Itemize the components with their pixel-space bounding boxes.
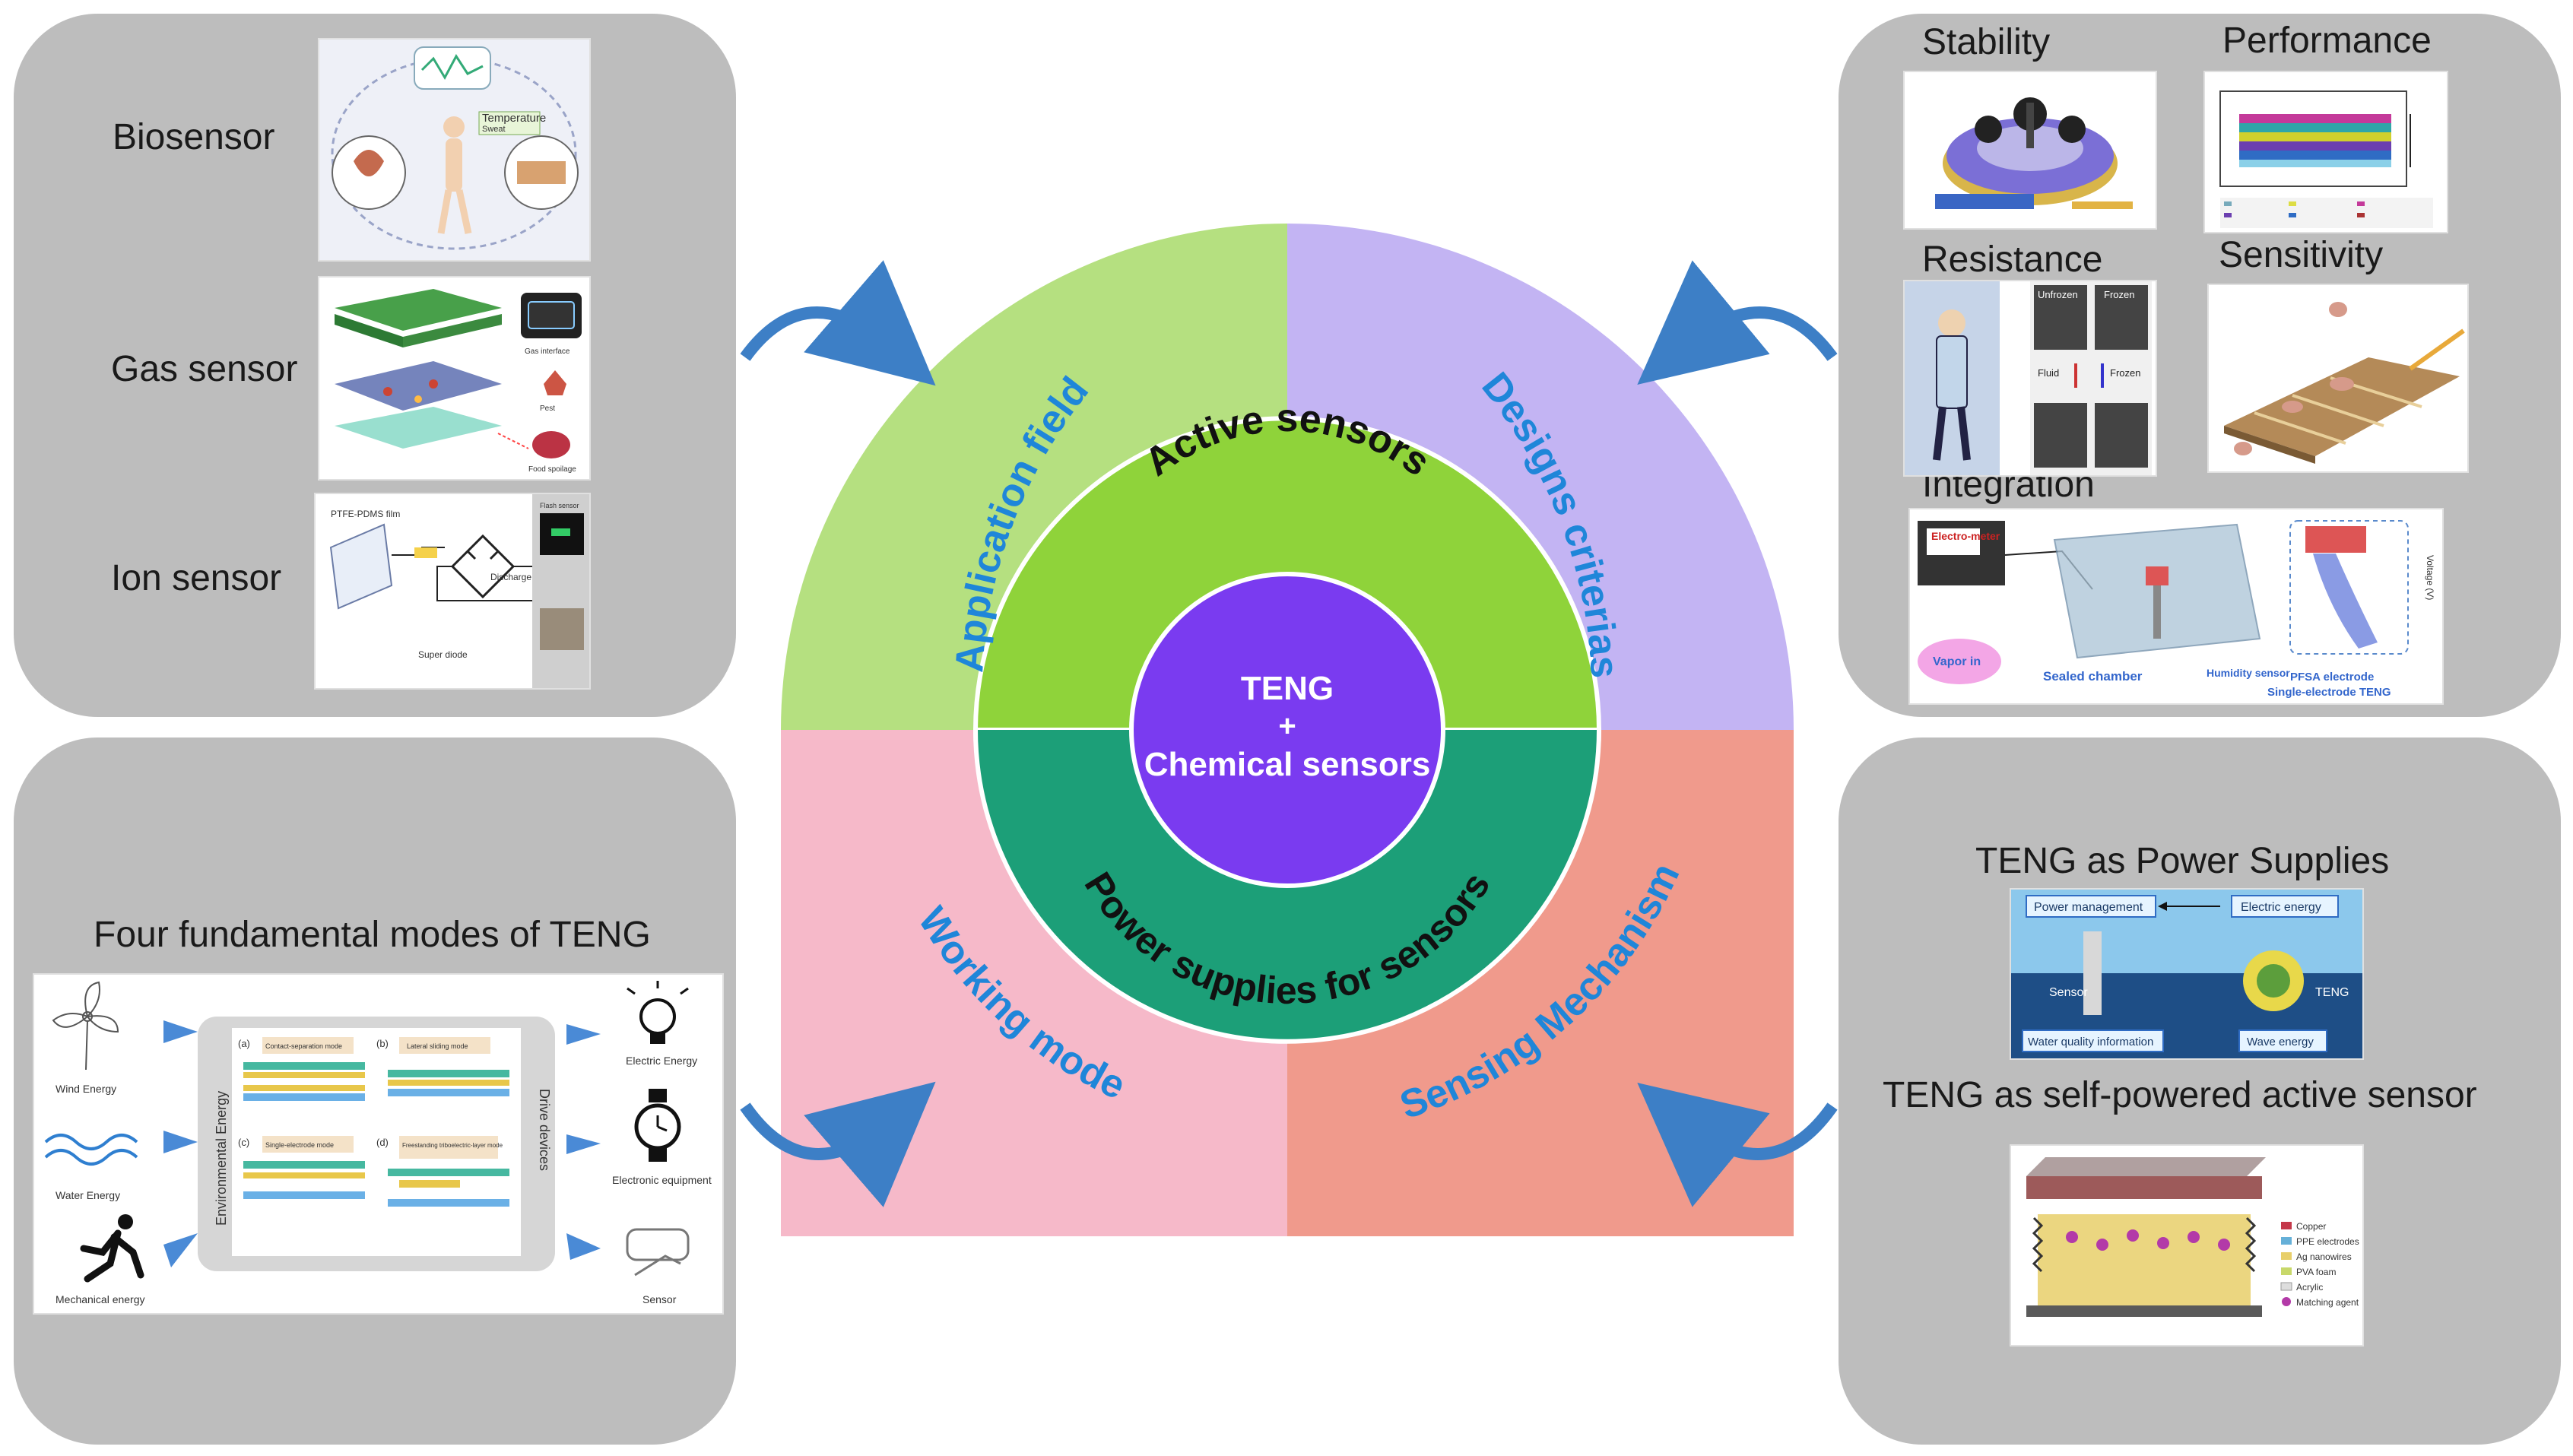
- lightbulb-icon: [627, 981, 689, 1044]
- power-text-electric: Electric energy: [2241, 901, 2321, 914]
- integration-illustration: Electro-meter Vapor in Sealed chamber Hu…: [1918, 520, 2435, 699]
- integ-text-electrometer: Electro-meter: [1931, 530, 2000, 542]
- water-energy-icon: [44, 1134, 138, 1166]
- resist-text-frozen-top: Frozen: [2104, 289, 2134, 300]
- resistance-image: Unfrozen Frozen Fluid Frozen: [1903, 280, 2157, 477]
- label-performance: Performance: [2222, 21, 2432, 61]
- text-electric-energy: Electric Energy: [626, 1055, 697, 1067]
- power-text-water-quality: Water quality information: [2028, 1036, 2153, 1048]
- core-circle: [1129, 572, 1445, 888]
- text-wind-energy: Wind Energy: [56, 1083, 116, 1095]
- modes-image: Wind Energy Water Energy Mechanical ener…: [33, 973, 724, 1315]
- text-drive-devices: Drive devices: [537, 1089, 552, 1171]
- text-electronic-equipment: Electronic equipment: [612, 1174, 712, 1186]
- self-powered-image: Copper PPE electrodes Ag nanowires PVA f…: [2010, 1144, 2364, 1347]
- label-sensitivity: Sensitivity: [2219, 235, 2384, 275]
- wind-energy-icon: [52, 981, 119, 1071]
- ion-sensor-illustration: PTFE-PDMS film Discharge Super diode Fla…: [329, 494, 589, 688]
- gas-text-interface: Gas interface: [525, 347, 570, 356]
- touch-sensor-icon: [626, 1228, 690, 1277]
- core-chemical-sensors: Chemical sensors: [1144, 746, 1431, 783]
- resist-text-unfrozen: Unfrozen: [2038, 289, 2078, 300]
- label-resistance: Resistance: [1922, 239, 2103, 280]
- biosensor-image: Temperature Sweat: [318, 38, 591, 262]
- sensitivity-illustration: [2224, 302, 2465, 464]
- mode-title-d: Freestanding triboelectric-layer mode: [402, 1142, 503, 1149]
- gas-sensor-illustration: Gas interface Pest Food spoilage: [335, 289, 582, 474]
- integ-text-single-electrode: Single-electrode TENG: [2267, 686, 2391, 699]
- running-person-icon: [80, 1214, 144, 1283]
- power-text-management: Power management: [2034, 901, 2143, 914]
- label-ion-sensor: Ion sensor: [111, 558, 282, 598]
- legend-acrylic: Acrylic: [2296, 1282, 2323, 1293]
- integration-image: Electro-meter Vapor in Sealed chamber Hu…: [1908, 508, 2444, 705]
- power-text-teng: TENG: [2315, 986, 2349, 999]
- legend-ppe: PPE electrodes: [2296, 1236, 2359, 1247]
- gas-text-food: Food spoilage: [528, 465, 576, 474]
- core-plus: +: [1278, 709, 1296, 743]
- mode-tag-d: (d): [376, 1137, 389, 1148]
- design-criteria-panel: Stability Performance Resistance Sensiti…: [1839, 14, 2561, 717]
- arrow-bottom-right: [1637, 1083, 1838, 1207]
- text-sensor: Sensor: [642, 1293, 677, 1305]
- stability-illustration: [1935, 97, 2133, 209]
- mode-title-b: Lateral sliding mode: [407, 1042, 468, 1050]
- bio-text-sweat: Sweat: [482, 125, 506, 134]
- resistance-illustration: Unfrozen Frozen Fluid Frozen: [1905, 281, 2152, 475]
- performance-illustration: [2219, 90, 2433, 228]
- arrow-bottom-left: [740, 1081, 936, 1207]
- integ-text-voltage: Voltage (V): [2425, 555, 2435, 600]
- ion-text-diode: Super diode: [418, 649, 468, 660]
- ion-text-film: PTFE-PDMS film: [331, 509, 400, 519]
- mode-tag-a: (a): [238, 1038, 250, 1049]
- legend-pva: PVA foam: [2296, 1267, 2336, 1277]
- integ-text-humidity: Humidity sensor: [2207, 667, 2290, 679]
- gas-text-pest: Pest: [540, 404, 555, 413]
- label-gas-sensor: Gas sensor: [111, 349, 298, 389]
- modes-title: Four fundamental modes of TENG: [94, 915, 651, 955]
- arrow-top-left: [740, 260, 936, 386]
- resist-text-fluid: Fluid: [2038, 367, 2059, 379]
- biosensor-illustration: Temperature Sweat: [331, 46, 579, 250]
- integ-text-pfsa: PFSA electrode: [2290, 671, 2374, 684]
- stability-image: [1903, 71, 2157, 230]
- mode-tag-c: (c): [238, 1137, 249, 1148]
- self-powered-title: TENG as self-powered active sensor: [1883, 1075, 2477, 1115]
- sensing-mechanism-panel: TENG as Power Supplies Power management …: [1839, 738, 2561, 1445]
- text-water-energy: Water Energy: [56, 1189, 120, 1201]
- ion-sensor-image: PTFE-PDMS film Discharge Super diode Fla…: [314, 493, 591, 690]
- text-environmental-energy: Environmental Energy: [214, 1091, 229, 1226]
- integ-text-vapor: Vapor in: [1933, 655, 1981, 668]
- legend-ag: Ag nanowires: [2296, 1251, 2352, 1262]
- power-text-wave: Wave energy: [2247, 1036, 2314, 1048]
- ion-text-discharge: Discharge: [490, 572, 531, 582]
- bio-text-temperature: Temperature: [482, 112, 546, 125]
- legend-matching: Matching agent: [2296, 1297, 2359, 1308]
- power-supplies-illustration: Power management Electric energy Sensor …: [2011, 890, 2362, 1058]
- performance-image: [2203, 71, 2448, 233]
- application-panel: Biosensor Gas sensor Ion sensor Temperat…: [14, 14, 736, 717]
- sensitivity-image: [2207, 284, 2469, 473]
- legend-copper: Copper: [2296, 1221, 2326, 1232]
- gas-sensor-image: Gas interface Pest Food spoilage: [318, 276, 591, 481]
- label-stability: Stability: [1922, 22, 2051, 62]
- mode-title-a: Contact-separation mode: [265, 1042, 342, 1050]
- power-supplies-image: Power management Electric energy Sensor …: [2010, 888, 2364, 1060]
- label-biosensor: Biosensor: [113, 117, 275, 157]
- ion-text-flash: Flash sensor: [540, 502, 579, 509]
- core-teng: TENG: [1241, 670, 1334, 707]
- resist-text-frozen-bottom: Frozen: [2110, 367, 2140, 379]
- text-mechanical-energy: Mechanical energy: [56, 1293, 145, 1305]
- power-text-sensor: Sensor: [2049, 986, 2088, 999]
- modes-illustration: Wind Energy Water Energy Mechanical ener…: [44, 981, 712, 1305]
- self-powered-illustration: Copper PPE electrodes Ag nanowires PVA f…: [2026, 1157, 2359, 1317]
- watch-icon: [634, 1089, 681, 1162]
- integ-text-chamber: Sealed chamber: [2043, 669, 2143, 684]
- working-mode-panel: Four fundamental modes of TENG Wind Ener…: [14, 738, 736, 1445]
- power-supplies-title: TENG as Power Supplies: [1975, 841, 2390, 881]
- mode-tag-b: (b): [376, 1038, 389, 1049]
- arrow-top-right: [1637, 260, 1838, 385]
- mode-title-c: Single-electrode mode: [265, 1141, 334, 1149]
